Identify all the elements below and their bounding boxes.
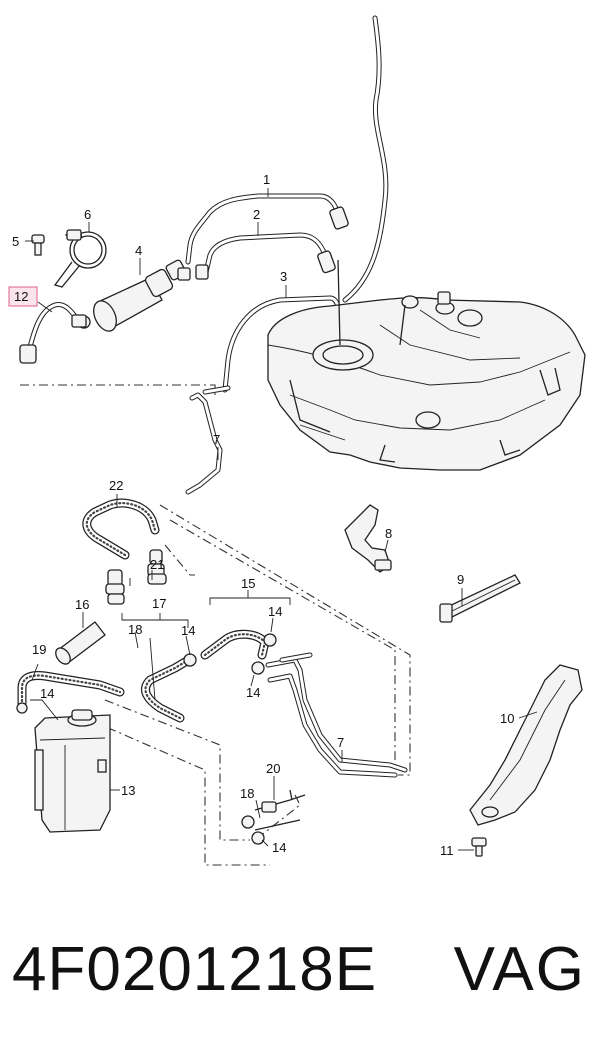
callout-15[interactable]: 15 <box>241 576 255 591</box>
bolt-11 <box>471 837 487 857</box>
callout-18-b[interactable]: 18 <box>240 786 254 801</box>
callout-14-a[interactable]: 14 <box>181 623 195 638</box>
callout-14-b[interactable]: 14 <box>268 604 282 619</box>
callout-21[interactable]: 21 <box>150 557 164 572</box>
callout-7-upper[interactable]: 7 <box>213 432 220 447</box>
callout-leaders <box>25 188 538 851</box>
fuel-line-1 <box>185 193 349 265</box>
callout-14-c[interactable]: 14 <box>246 685 260 700</box>
fuel-line-7-upper <box>185 385 231 495</box>
callout-12-highlight[interactable]: 12 <box>8 286 38 307</box>
part-number: 4F0201218E <box>12 935 378 1004</box>
callout-11[interactable]: 11 <box>440 843 454 858</box>
callout-14-e[interactable]: 14 <box>272 840 286 855</box>
fuel-filter <box>77 259 209 332</box>
callout-17[interactable]: 17 <box>152 596 166 611</box>
holder-20 <box>254 789 306 831</box>
callout-6[interactable]: 6 <box>84 207 91 222</box>
footer: 4F0201218E VAG <box>0 930 600 1010</box>
callout-1[interactable]: 1 <box>263 172 270 187</box>
callout-5[interactable]: 5 <box>12 234 19 249</box>
callout-2[interactable]: 2 <box>253 207 260 222</box>
clips-21 <box>105 549 167 605</box>
callout-labels: 1 2 3 4 5 6 7 7 8 9 10 11 12 13 14 14 14… <box>8 172 514 858</box>
callout-18-a[interactable]: 18 <box>128 622 142 637</box>
filter-bracket <box>53 229 107 288</box>
hose-12 <box>19 301 87 364</box>
hose-18 <box>141 657 190 723</box>
callout-19[interactable]: 19 <box>32 642 46 657</box>
callout-3[interactable]: 3 <box>280 269 287 284</box>
charcoal-canister <box>16 702 111 833</box>
callout-8[interactable]: 8 <box>385 526 392 541</box>
callout-7-lower[interactable]: 7 <box>337 735 344 750</box>
part-16 <box>55 621 106 665</box>
callout-20[interactable]: 20 <box>266 761 280 776</box>
fuel-tank <box>267 259 586 471</box>
breather-tube <box>342 15 389 303</box>
hose-clamps-14 <box>183 633 277 845</box>
bracket-8 <box>344 504 392 573</box>
hose-19 <box>17 671 125 710</box>
exploded-parts-diagram: 1 2 3 4 5 6 7 7 8 9 10 11 12 13 14 14 14… <box>8 15 586 866</box>
fuel-line-7-lower <box>265 652 408 778</box>
callout-16[interactable]: 16 <box>75 597 89 612</box>
callout-12[interactable]: 12 <box>14 289 28 304</box>
part-9 <box>439 574 521 623</box>
callout-4[interactable]: 4 <box>135 243 142 258</box>
hose-15 <box>200 629 270 660</box>
callout-13[interactable]: 13 <box>121 783 135 798</box>
callout-9[interactable]: 9 <box>457 572 464 587</box>
callout-10[interactable]: 10 <box>500 711 514 726</box>
screw <box>31 234 45 256</box>
heat-shield <box>469 664 583 826</box>
callout-22[interactable]: 22 <box>109 478 123 493</box>
callout-14-d[interactable]: 14 <box>40 686 54 701</box>
brand-name: VAG <box>453 935 586 1004</box>
fuel-line-2 <box>203 232 336 275</box>
hose-22 <box>82 498 160 560</box>
